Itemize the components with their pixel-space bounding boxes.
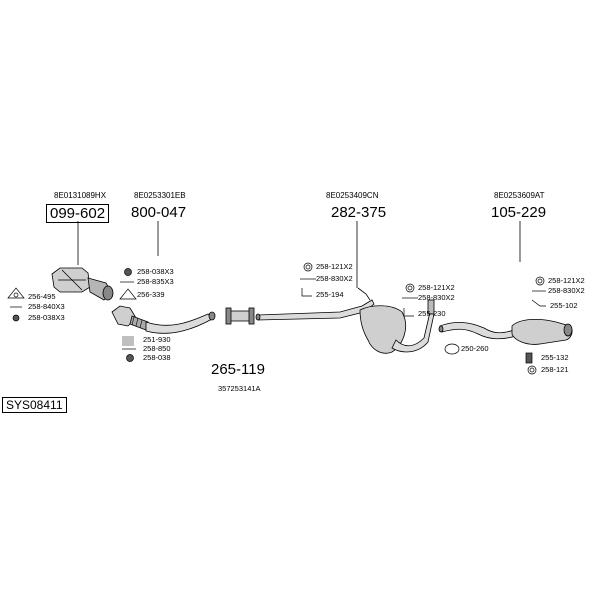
cat-reference-number: 8E0131089HX xyxy=(54,191,107,200)
accessory-label[interactable]: 258-830X2 xyxy=(418,293,455,302)
front-reference-number: 8E0253301EB xyxy=(134,191,186,200)
clamp-reference-number: 357253141A xyxy=(218,384,261,393)
middle-part-number[interactable]: 282-375 xyxy=(331,204,387,221)
front-part-number[interactable]: 800-047 xyxy=(131,204,187,221)
accessory-label[interactable]: 258-038X3 xyxy=(28,313,65,322)
diagram-code-label: SYS08411 xyxy=(2,397,67,413)
middle-accessory-symbols xyxy=(300,262,460,355)
accessory-label[interactable]: 258-038X3 xyxy=(137,267,174,276)
middle-silencer-part xyxy=(255,287,435,354)
accessory-label[interactable]: 255-102 xyxy=(550,301,578,310)
rear-silencer-part xyxy=(438,318,573,345)
accessory-label[interactable]: 258-835X3 xyxy=(137,277,174,286)
rear-accessory-symbols xyxy=(525,276,546,375)
accessory-label[interactable]: 258-121X2 xyxy=(316,262,353,271)
accessory-label[interactable]: 250-260 xyxy=(461,344,489,353)
middle-reference-number: 8E0253409CN xyxy=(326,191,379,200)
accessory-label[interactable]: 258-121X2 xyxy=(418,283,455,292)
accessory-label[interactable]: 251-930 xyxy=(143,335,171,344)
rear-part-number[interactable]: 105-229 xyxy=(491,204,547,221)
accessory-label[interactable]: 256-495 xyxy=(28,292,56,301)
accessory-label[interactable]: 258-830X2 xyxy=(316,274,353,283)
cat-part-number[interactable]: 099-602 xyxy=(46,204,110,223)
accessory-label[interactable]: 258-121 xyxy=(541,365,569,374)
cat-accessory-symbols xyxy=(7,287,25,322)
front-pipe-part xyxy=(111,305,216,334)
accessory-label[interactable]: 258-038 xyxy=(143,353,171,362)
front-accessory-symbols xyxy=(119,268,137,362)
accessory-label[interactable]: 255-194 xyxy=(316,290,344,299)
accessory-label[interactable]: 258-830X2 xyxy=(548,286,585,295)
accessory-label[interactable]: 258-850 xyxy=(143,344,171,353)
accessory-label[interactable]: 255-230 xyxy=(418,309,446,318)
clamp-part-number[interactable]: 265-119 xyxy=(211,361,265,378)
rear-reference-number: 8E0253609AT xyxy=(494,191,545,200)
catalytic-converter-part xyxy=(51,267,114,301)
accessory-label[interactable]: 258-121X2 xyxy=(548,276,585,285)
accessory-label[interactable]: 258-840X3 xyxy=(28,302,65,311)
pipe-clamp-part xyxy=(225,307,255,325)
accessory-label[interactable]: 256-339 xyxy=(137,290,165,299)
accessory-label[interactable]: 255-132 xyxy=(541,353,569,362)
